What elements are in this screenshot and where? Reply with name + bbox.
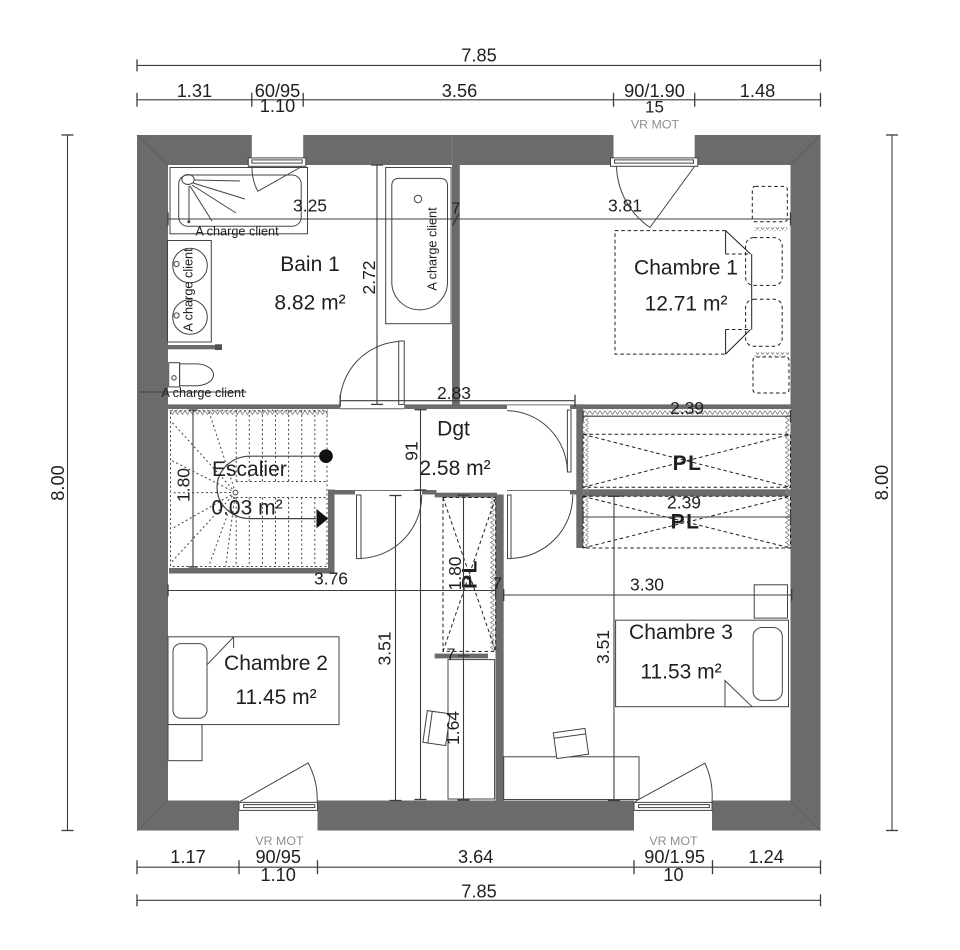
svg-text:3.56: 3.56 — [442, 81, 477, 101]
svg-text:3.64: 3.64 — [458, 847, 493, 867]
svg-text:3.81: 3.81 — [608, 196, 642, 216]
svg-text:3.51: 3.51 — [593, 630, 613, 664]
svg-text:1.48: 1.48 — [740, 81, 775, 101]
svg-text:2.83: 2.83 — [437, 383, 471, 403]
svg-text:1.80: 1.80 — [445, 556, 465, 590]
svg-text:3.30: 3.30 — [630, 575, 664, 595]
svg-text:1.17: 1.17 — [170, 847, 205, 867]
svg-text:PL: PL — [459, 559, 482, 589]
svg-text:A charge client: A charge client — [426, 207, 440, 291]
svg-text:Escalier: Escalier — [212, 458, 287, 481]
svg-text:0.03 m²: 0.03 m² — [211, 497, 282, 520]
svg-text:91: 91 — [401, 441, 421, 460]
svg-text:Chambre 2: Chambre 2 — [224, 652, 328, 675]
svg-text:1.80: 1.80 — [174, 468, 194, 502]
svg-text:2.72: 2.72 — [359, 260, 379, 294]
svg-text:A charge client: A charge client — [161, 386, 245, 400]
svg-text:Chambre 1: Chambre 1 — [634, 257, 738, 280]
svg-text:1.64: 1.64 — [443, 711, 463, 745]
svg-text:8.00: 8.00 — [48, 465, 68, 500]
svg-text:15: 15 — [645, 98, 664, 117]
svg-text:90/95: 90/95 — [255, 847, 301, 867]
svg-text:10: 10 — [663, 865, 683, 885]
svg-text:90/1.95: 90/1.95 — [644, 847, 705, 867]
svg-text:7: 7 — [446, 647, 455, 664]
svg-text:Chambre 3: Chambre 3 — [629, 621, 733, 644]
svg-text:1.10: 1.10 — [260, 865, 295, 885]
svg-text:3.76: 3.76 — [314, 569, 348, 589]
svg-text:Bain 1: Bain 1 — [280, 253, 340, 276]
svg-text:PL: PL — [671, 511, 701, 534]
svg-text:Dgt: Dgt — [437, 418, 470, 441]
svg-text:7: 7 — [493, 576, 502, 593]
svg-text:VR MOT: VR MOT — [649, 834, 698, 848]
svg-text:11.45 m²: 11.45 m² — [235, 686, 316, 709]
svg-text:2.39: 2.39 — [667, 492, 701, 512]
svg-text:A charge client: A charge client — [195, 224, 279, 238]
svg-text:2.58 m²: 2.58 m² — [419, 457, 490, 480]
svg-text:2.39: 2.39 — [670, 398, 704, 418]
svg-text:A charge client: A charge client — [182, 248, 196, 332]
svg-text:3.25: 3.25 — [293, 196, 327, 216]
svg-text:7.85: 7.85 — [461, 46, 496, 66]
svg-text:3.51: 3.51 — [375, 631, 395, 665]
svg-text:8.00: 8.00 — [872, 465, 892, 500]
svg-text:PL: PL — [673, 452, 703, 475]
svg-text:7.85: 7.85 — [461, 882, 496, 902]
svg-text:1.10: 1.10 — [260, 96, 295, 116]
svg-text:1.24: 1.24 — [748, 847, 783, 867]
svg-text:12.71 m²: 12.71 m² — [645, 293, 728, 316]
svg-text:90/1.90: 90/1.90 — [624, 81, 685, 101]
svg-text:VR MOT: VR MOT — [255, 834, 304, 848]
svg-text:1.31: 1.31 — [177, 81, 212, 101]
svg-text:VR MOT: VR MOT — [631, 117, 680, 131]
svg-text:11.53 m²: 11.53 m² — [640, 661, 721, 684]
svg-text:60/95: 60/95 — [255, 81, 301, 101]
svg-text:7: 7 — [451, 201, 460, 218]
svg-text:8.82 m²: 8.82 m² — [274, 292, 345, 315]
